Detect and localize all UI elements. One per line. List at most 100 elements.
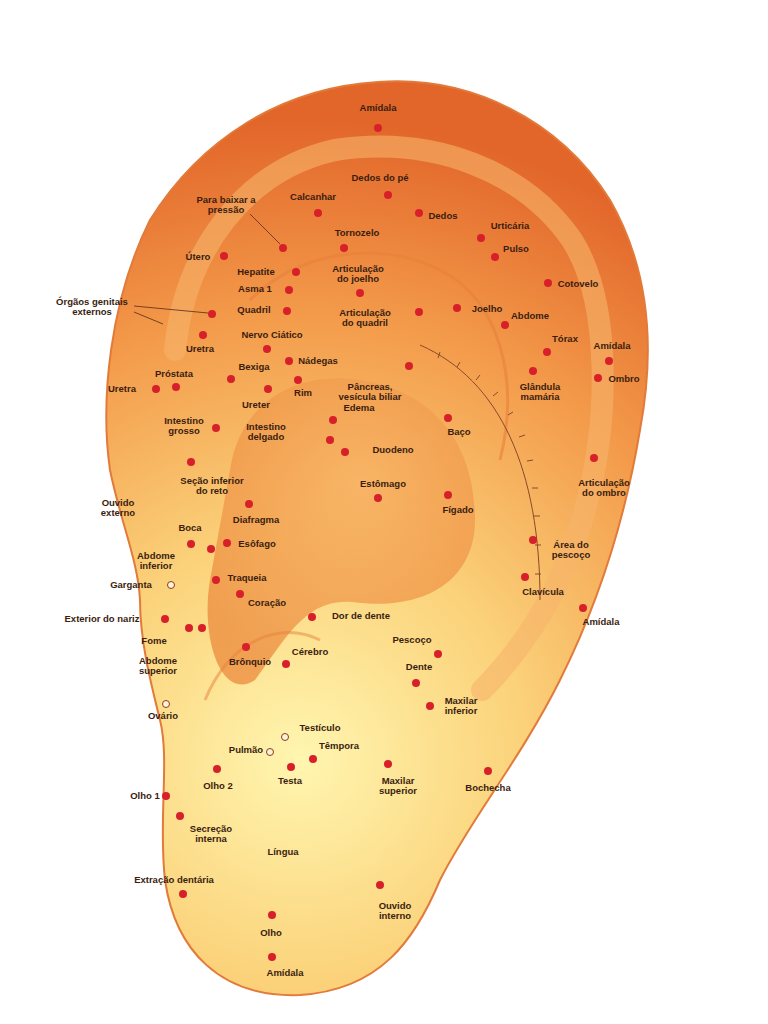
point-label: Glândula mamária — [512, 382, 568, 403]
helix-ridge — [175, 147, 603, 690]
point-dot — [242, 643, 250, 651]
point-dot — [477, 234, 485, 242]
point-label: Joelho — [472, 304, 503, 314]
point-label: Clavícula — [522, 587, 564, 597]
point-dot — [152, 385, 160, 393]
point-dot — [605, 357, 613, 365]
point-label: Ouvido externo — [92, 498, 144, 519]
point-label: Ureter — [242, 400, 270, 410]
point-label: Articulação do joelho — [328, 264, 388, 285]
point-dot — [282, 734, 289, 741]
point-dot — [161, 615, 169, 623]
point-label: Maxilar superior — [373, 776, 423, 797]
point-dot — [491, 253, 499, 261]
point-dot — [415, 308, 423, 316]
point-dot — [590, 454, 598, 462]
point-label: Bexiga — [238, 362, 269, 372]
point-label: Tórax — [552, 334, 578, 344]
point-label: Duodeno — [372, 445, 413, 455]
point-dot — [162, 792, 170, 800]
point-dot — [326, 436, 334, 444]
point-dot — [543, 348, 551, 356]
point-label: Amídala — [583, 617, 620, 627]
point-dot — [309, 755, 317, 763]
point-dot — [282, 660, 290, 668]
point-label: Amídala — [594, 341, 631, 351]
point-dot — [285, 286, 293, 294]
point-label: Abdome inferior — [130, 551, 182, 572]
point-dot — [267, 749, 274, 756]
point-label: Hepatite — [237, 267, 274, 277]
point-dot — [198, 624, 206, 632]
point-label: Quadril — [237, 305, 270, 315]
point-dot — [279, 244, 287, 252]
point-dot — [376, 881, 384, 889]
point-label: Fome — [141, 636, 166, 646]
point-dot — [268, 911, 276, 919]
point-label: Edema — [343, 403, 374, 413]
point-dot — [374, 494, 382, 502]
point-dot — [227, 375, 235, 383]
point-dot — [308, 613, 316, 621]
point-dot — [529, 536, 537, 544]
point-dot — [208, 310, 216, 318]
point-dot — [544, 279, 552, 287]
point-dot — [207, 545, 215, 553]
point-dot — [245, 500, 253, 508]
point-dot — [168, 582, 175, 589]
point-dot — [283, 307, 291, 315]
point-dot — [579, 604, 587, 612]
point-label: Amídala — [360, 103, 397, 113]
point-label: Olho 1 — [130, 791, 160, 801]
point-dot — [176, 812, 184, 820]
point-dot — [263, 345, 271, 353]
point-dot — [426, 702, 434, 710]
point-label: Amídala — [267, 968, 304, 978]
tragus-fold — [205, 633, 320, 701]
point-label: Secreção interna — [185, 824, 237, 845]
point-dot — [220, 252, 228, 260]
point-label: Maxilar inferior — [436, 696, 486, 717]
point-label: Abdome superior — [132, 656, 184, 677]
point-label: Têmpora — [319, 741, 359, 751]
point-label: Nádegas — [298, 356, 338, 366]
point-label: Pulmão — [229, 745, 263, 755]
point-label: Exterior do nariz — [65, 614, 140, 624]
point-label: Baço — [447, 427, 470, 437]
point-label: Útero — [186, 252, 211, 262]
point-dot — [356, 289, 364, 297]
point-label: Tornozelo — [335, 228, 380, 238]
point-label: Seção inferior do reto — [176, 476, 248, 497]
point-label: Intestino delgado — [237, 422, 295, 443]
point-dot — [187, 540, 195, 548]
point-dot — [223, 539, 231, 547]
point-label: Boca — [178, 523, 201, 533]
point-label: Pâncreas, vesícula biliar — [334, 382, 406, 403]
point-dot — [213, 765, 221, 773]
point-dot — [529, 367, 537, 375]
point-label: Rim — [294, 388, 312, 398]
point-label: Brônquio — [229, 657, 271, 667]
point-dot — [212, 424, 220, 432]
point-label: Dente — [406, 662, 432, 672]
point-label: Olho — [260, 928, 282, 938]
point-label: Cérebro — [292, 647, 328, 657]
point-dot — [384, 191, 392, 199]
point-dot — [374, 124, 382, 132]
point-dot — [285, 357, 293, 365]
point-label: Fígado — [442, 505, 473, 515]
point-dot — [187, 458, 195, 466]
point-dot — [412, 679, 420, 687]
point-label: Cotovelo — [558, 279, 599, 289]
point-dot — [172, 383, 180, 391]
point-label: Garganta — [110, 580, 152, 590]
point-dot — [501, 321, 509, 329]
point-dot — [287, 763, 295, 771]
point-label: Dedos — [428, 211, 457, 221]
point-dot — [405, 362, 413, 370]
point-label: Ouvido interno — [368, 901, 422, 922]
leader-lines — [134, 214, 280, 324]
point-label: Esôfago — [238, 539, 275, 549]
ear-outline — [106, 81, 647, 995]
